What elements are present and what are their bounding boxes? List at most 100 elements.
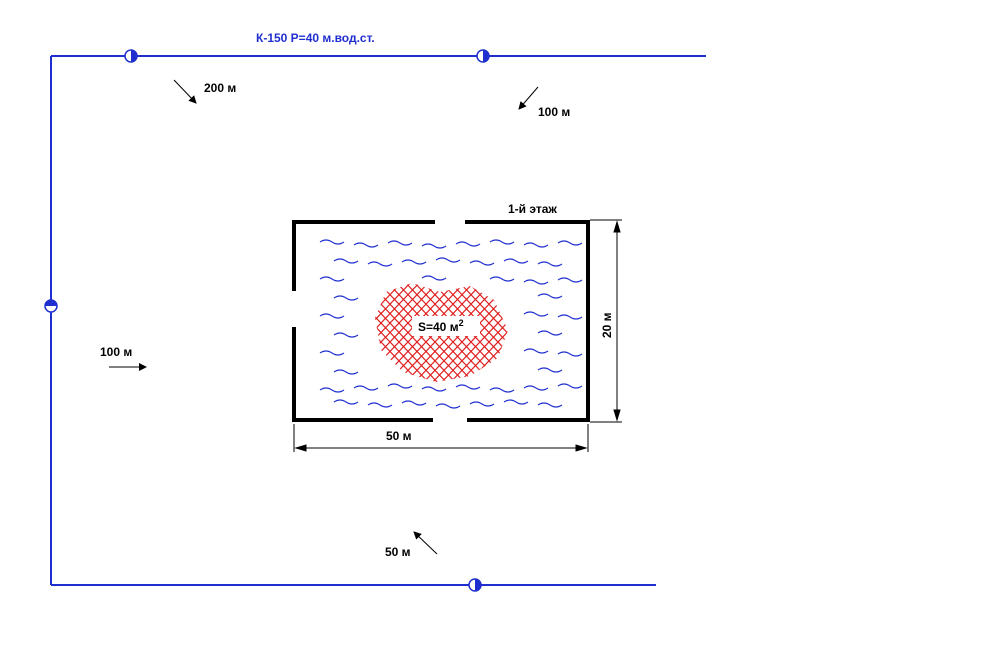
fire-hatch-line xyxy=(375,283,423,382)
smoke-wave xyxy=(421,275,447,281)
smoke-wave xyxy=(489,276,515,282)
distance-label-top-right: 100 м xyxy=(538,105,570,119)
fire-hatch-line xyxy=(483,283,508,382)
fire-area-unit-power: 2 xyxy=(459,318,464,328)
hydrant-top-left xyxy=(124,49,138,63)
smoke-wave xyxy=(503,399,529,405)
smoke-wave xyxy=(387,383,413,389)
fire-hatch-line xyxy=(375,283,405,382)
smoke-wave xyxy=(537,367,563,373)
fire-hatch-line xyxy=(511,280,611,385)
smoke-wave xyxy=(537,261,563,267)
fire-hatch-line xyxy=(375,283,387,382)
hydrant-bottom xyxy=(468,578,482,592)
fire-hatch-line xyxy=(375,283,387,382)
floor-label: 1-й этаж xyxy=(508,202,557,216)
fire-hatch-line xyxy=(259,280,359,385)
fire-hatch-line xyxy=(250,280,350,385)
smoke-wave xyxy=(523,242,549,248)
fire-hatch-line xyxy=(375,283,459,382)
smoke-wave xyxy=(333,369,359,375)
smoke-wave xyxy=(455,384,481,390)
fire-hatch-line xyxy=(375,283,396,382)
fire-hatch-line xyxy=(375,283,441,382)
smoke-wave xyxy=(503,258,529,264)
fire-hatch-line xyxy=(375,283,396,382)
distance-label-top-left: 200 м xyxy=(204,81,236,95)
smoke-wave xyxy=(523,279,549,285)
smoke-wave xyxy=(537,402,563,408)
smoke-wave xyxy=(557,277,583,283)
smoke-wave xyxy=(333,258,359,264)
fire-hatch-line xyxy=(529,280,629,385)
smoke-wave xyxy=(455,241,481,247)
smoke-wave xyxy=(421,243,447,249)
smoke-wave xyxy=(353,385,379,391)
smoke-wave xyxy=(469,401,495,407)
smoke-wave xyxy=(319,350,345,356)
smoke-wave xyxy=(537,330,563,336)
fire-area-value: S=40 м xyxy=(418,320,459,334)
smoke-wave xyxy=(401,400,427,406)
hydrant-top-right xyxy=(476,49,490,63)
fire-hatch-line xyxy=(474,283,508,382)
fire-hatch-line xyxy=(268,280,368,385)
smoke-wave xyxy=(557,383,583,389)
smoke-wave xyxy=(523,311,549,317)
fire-hatch-line xyxy=(511,280,611,385)
fire-hatch-line xyxy=(375,283,432,382)
smoke-wave xyxy=(557,351,583,357)
smoke-wave xyxy=(319,313,345,319)
fire-hatch-line xyxy=(438,283,508,382)
distance-arrow-top-right xyxy=(518,86,539,110)
smoke-wave xyxy=(319,276,345,282)
smoke-wave xyxy=(523,385,549,391)
distance-label-left: 100 м xyxy=(100,345,132,359)
building-walls xyxy=(292,220,590,422)
smoke-wave xyxy=(387,240,413,246)
smoke-wave xyxy=(557,240,583,246)
fire-hatch-line xyxy=(268,280,368,385)
fire-hatch-line xyxy=(456,283,508,382)
fire-hatch-line xyxy=(465,283,508,382)
dimension-width xyxy=(293,424,589,452)
smoke-wave xyxy=(333,332,359,338)
distance-label-bottom: 50 м xyxy=(385,545,411,559)
dimension-height xyxy=(590,219,622,423)
smoke-wave xyxy=(469,260,495,266)
fire-hatch-line xyxy=(474,283,508,382)
smoke-wave xyxy=(333,295,359,301)
smoke-wave xyxy=(435,257,461,263)
smoke-wave xyxy=(435,403,461,409)
fire-hatch-line xyxy=(259,280,359,385)
smoke-wave xyxy=(401,259,427,265)
fire-hatch-line xyxy=(375,283,450,382)
smoke-wave xyxy=(333,399,359,405)
smoke-wave xyxy=(367,402,393,408)
smoke-wave xyxy=(523,348,549,354)
distance-arrow-bottom xyxy=(413,531,438,555)
fire-hatch-line xyxy=(529,280,629,385)
smoke-wave xyxy=(367,261,393,267)
smoke-wave xyxy=(489,387,515,393)
fire-area-label-bg xyxy=(412,316,480,336)
smoke-wave xyxy=(537,293,563,299)
fire-hatch-line xyxy=(492,283,508,382)
fire-hatch-line xyxy=(447,283,508,382)
water-main-label: К-150 Р=40 м.вод.ст. xyxy=(256,31,375,45)
dimension-width-label: 50 м xyxy=(386,429,412,443)
smoke-wave xyxy=(319,239,345,245)
dimension-height-label: 20 м xyxy=(600,312,614,338)
smoke-wave xyxy=(353,242,379,248)
fire-hatch-line xyxy=(375,283,423,382)
fire-hatch-line xyxy=(375,283,414,382)
fire-hatch-line xyxy=(465,283,508,382)
distance-arrow-top-left xyxy=(173,79,197,104)
fire-hatch-line xyxy=(483,283,508,382)
hydrant-left xyxy=(44,299,58,313)
wall-top-left xyxy=(292,220,435,291)
fire-hatch-line xyxy=(492,283,508,382)
smoke-wave xyxy=(489,239,515,245)
smoke-wave xyxy=(557,314,583,320)
